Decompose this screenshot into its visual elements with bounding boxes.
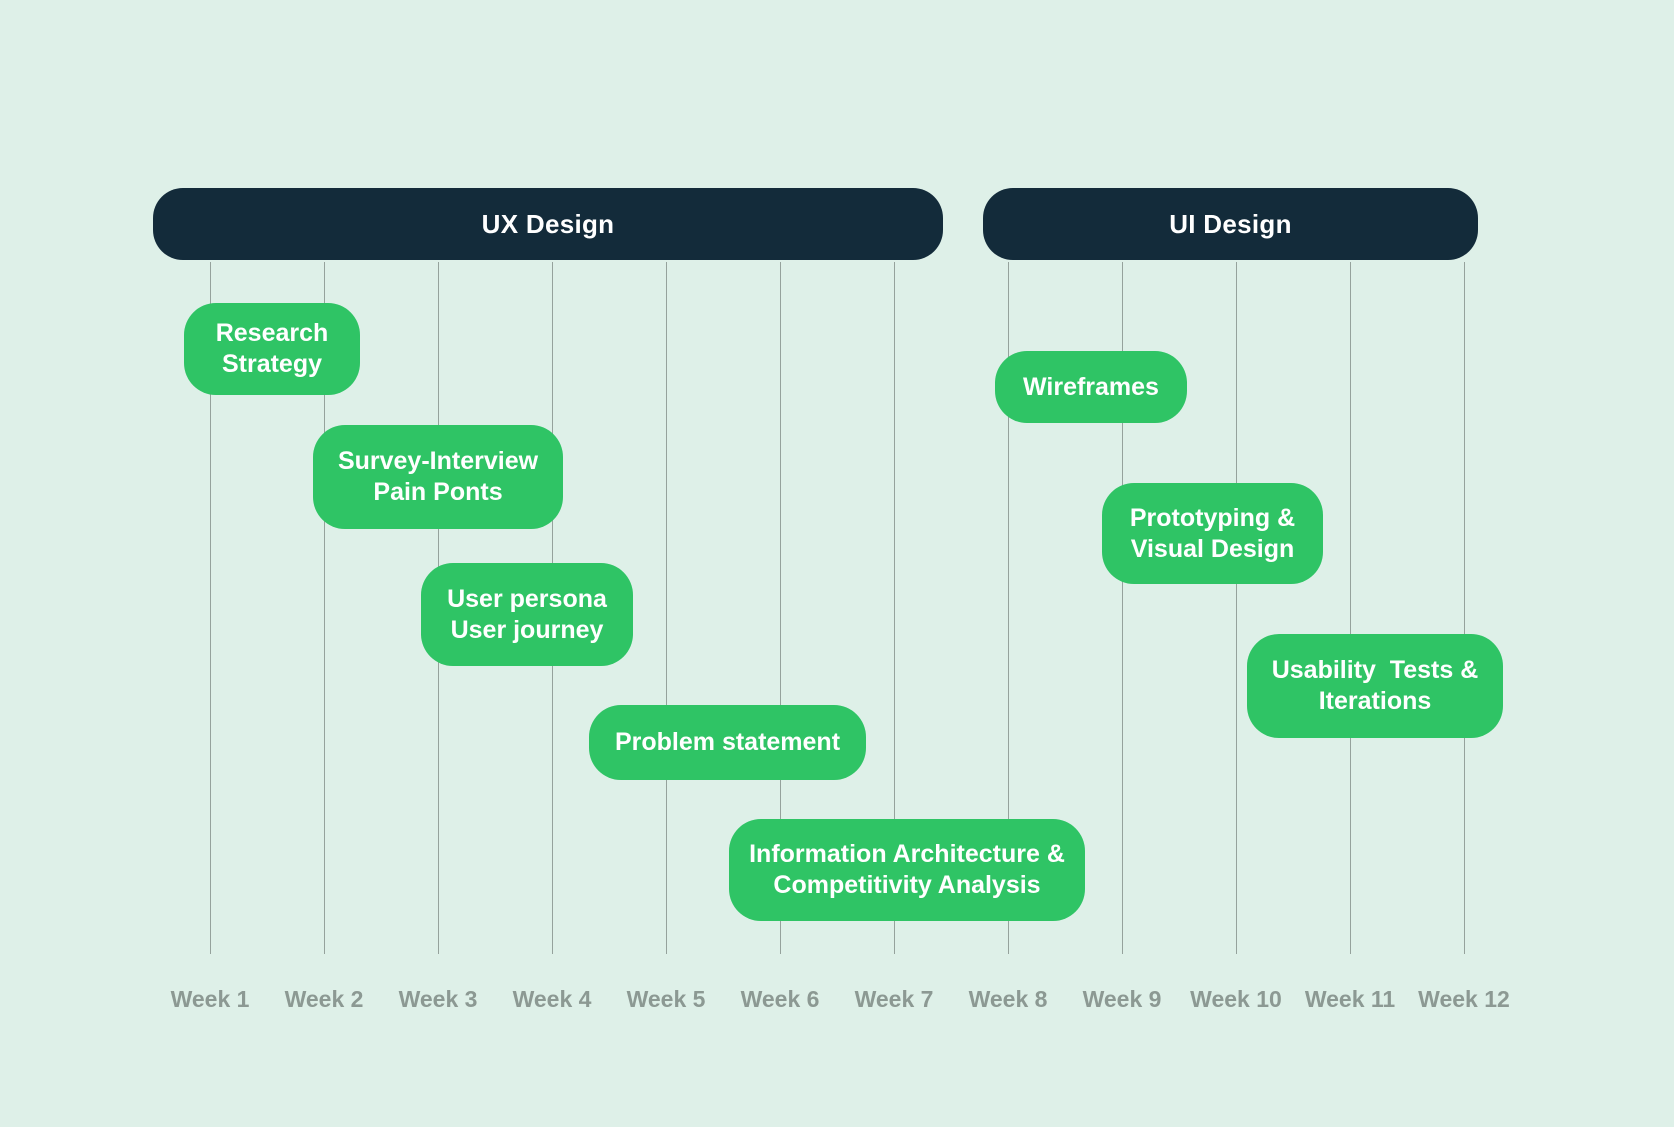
- task-information-architecture-competitivity-analysis: Information Architecture & Competitivity…: [729, 819, 1085, 921]
- task-label: Pain Ponts: [373, 478, 503, 506]
- week-axis-label-3: Week 3: [398, 986, 478, 1012]
- week-axis-label-5: Week 5: [626, 986, 706, 1012]
- phase-bar-ui-design: UI Design: [983, 188, 1478, 260]
- gridline-week-11: [1350, 262, 1351, 954]
- week-axis-label-2: Week 2: [284, 986, 364, 1012]
- gridline-week-6: [780, 262, 781, 954]
- task-label: Competitivity Analysis: [773, 871, 1041, 899]
- week-axis-label-9: Week 9: [1082, 986, 1162, 1012]
- task-survey-interview-pain-ponts: Survey-Interview Pain Ponts: [313, 425, 563, 529]
- week-axis-label-12: Week 12: [1418, 986, 1510, 1012]
- task-label: Prototyping &: [1129, 503, 1296, 532]
- task-label: Strategy: [221, 350, 323, 378]
- week-axis-label-8: Week 8: [968, 986, 1048, 1012]
- gridline-week-1: [210, 262, 211, 954]
- gridline-week-2: [324, 262, 325, 954]
- week-axis-label-10: Week 10: [1190, 986, 1282, 1012]
- task-label: Research: [215, 319, 329, 347]
- task-usability-tests-iterations: Usability Tests & Iterations: [1247, 634, 1503, 738]
- task-prototyping-visual-design: Prototyping & Visual Design: [1102, 483, 1323, 584]
- phase-bar-ux-design: UX Design: [153, 188, 943, 260]
- week-axis-label-4: Week 4: [512, 986, 592, 1012]
- gridline-week-8: [1008, 262, 1009, 954]
- task-wireframes: Wireframes: [995, 351, 1187, 423]
- phase-label-ux-design: UX Design: [481, 208, 615, 239]
- task-label: User persona: [447, 584, 607, 613]
- gridline-week-12: [1464, 262, 1465, 954]
- task-label: Wireframes: [1023, 372, 1159, 401]
- task-problem-statement: Problem statement: [589, 705, 866, 780]
- task-label: Iterations: [1318, 687, 1432, 715]
- task-label: Visual Design: [1130, 534, 1295, 563]
- gridline-week-7: [894, 262, 895, 954]
- week-axis-label-1: Week 1: [170, 986, 250, 1012]
- task-research-strategy: Research Strategy: [184, 303, 360, 395]
- task-user-persona-user-journey: User persona User journey: [421, 563, 633, 666]
- phase-label-ui-design: UI Design: [1169, 208, 1292, 239]
- task-label: Usability Tests &: [1271, 656, 1479, 684]
- gridline-week-10: [1236, 262, 1237, 954]
- task-label: Information Architecture &: [749, 840, 1065, 868]
- week-axis-label-7: Week 7: [854, 986, 934, 1012]
- week-axis-label-11: Week 11: [1304, 986, 1396, 1012]
- gridline-week-5: [666, 262, 667, 954]
- gridline-week-9: [1122, 262, 1123, 954]
- week-axis-label-6: Week 6: [740, 986, 820, 1012]
- task-label: User journey: [450, 615, 604, 644]
- task-label: Problem statement: [614, 728, 841, 756]
- task-label: Survey-Interview: [337, 447, 539, 475]
